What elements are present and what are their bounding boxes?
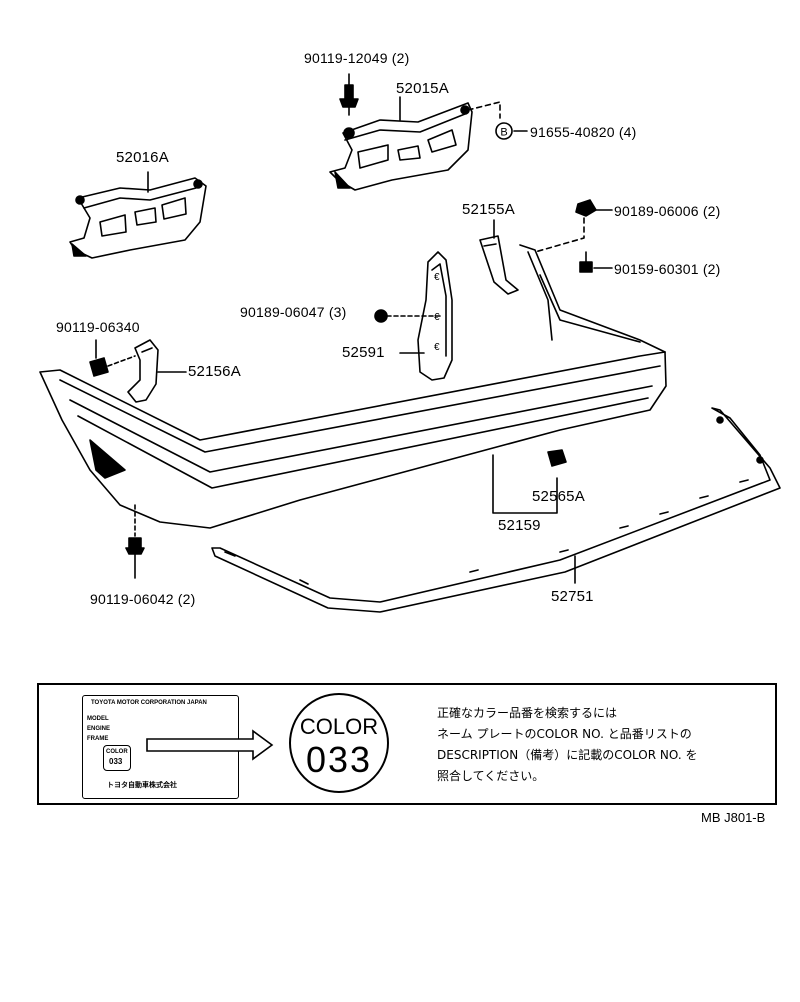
bracket-52156a [127, 339, 159, 403]
label-90119-06340: 90119-06340 [56, 319, 140, 335]
label-52155a: 52155A [462, 201, 515, 218]
plate-code-small: 033 [109, 757, 123, 766]
plate-model: MODEL [87, 716, 109, 722]
note-line-2: ネーム プレートのCOLOR NO. と品番リストの [437, 727, 692, 741]
label-52015a: 52015A [396, 80, 449, 97]
label-90119-12049: 90119-12049 (2) [304, 50, 410, 66]
label-52751: 52751 [551, 588, 594, 605]
washer-b-icon [495, 122, 513, 140]
label-90189-06047: 90189-06047 (3) [240, 304, 347, 320]
color-note-panel: TOYOTA MOTOR CORPORATION JAPAN MODEL ENG… [37, 683, 777, 805]
parts-diagram: B € € € [39, 73, 781, 613]
plate-frame: FRAME [87, 736, 109, 742]
bolt-90119-12049 [339, 73, 359, 116]
color-note-text: 正確なカラー品番を検索するには ネーム プレートのCOLOR NO. と品番リス… [437, 703, 697, 787]
svg-text:€: € [434, 312, 440, 323]
plate-color-small: COLOR [106, 749, 128, 755]
svg-text:€: € [434, 272, 440, 283]
color-code-circle: COLOR 033 [289, 693, 389, 793]
label-90119-06042: 90119-06042 (2) [90, 591, 196, 607]
washer-b-letter: B [500, 127, 507, 139]
nut-90159-60301 [579, 251, 613, 273]
label-91655-40820: 91655-40820 (4) [530, 124, 637, 140]
clip-90189-06006 [575, 199, 613, 217]
clip-52565a [547, 449, 567, 467]
note-line-4: 照合してください。 [437, 769, 545, 783]
label-90159-60301: 90159-60301 (2) [614, 261, 721, 277]
label-52159: 52159 [498, 517, 541, 534]
plate-footer: トヨタ自動車株式会社 [107, 782, 177, 789]
bolt-90119-06340 [89, 339, 136, 377]
plate-engine: ENGINE [87, 726, 111, 732]
bumper-cover-52159 [39, 244, 667, 529]
dash-line-right [534, 217, 585, 253]
arrow-icon [146, 729, 274, 761]
leader-52159 [492, 454, 558, 514]
plate-header: TOYOTA MOTOR CORPORATION JAPAN [91, 700, 207, 706]
note-line-3: DESCRIPTION（備考）に記載のCOLOR NO. を [437, 748, 698, 762]
bolt-90119-06042 [125, 504, 145, 579]
dash-line-52015a [467, 101, 501, 119]
label-90189-06006: 90189-06006 (2) [614, 203, 721, 219]
plate-color-box: COLOR 033 [103, 745, 131, 771]
label-52565a: 52565A [532, 488, 585, 505]
label-52016a: 52016A [116, 149, 169, 166]
svg-text:€: € [434, 342, 440, 353]
label-52591: 52591 [342, 344, 385, 361]
bracket-52015a [329, 102, 473, 191]
bracket-52016a [69, 177, 207, 259]
reference-code: MB J801-B [701, 810, 766, 825]
note-line-1: 正確なカラー品番を検索するには [437, 706, 618, 720]
nut-90189-06047 [374, 309, 441, 323]
color-code: 033 [305, 739, 373, 780]
label-52156a: 52156A [188, 363, 241, 380]
bracket-52155a [479, 235, 519, 295]
moulding-52751 [211, 407, 781, 613]
color-word: COLOR [299, 714, 379, 739]
reinforcement-52591: € € € [417, 251, 453, 381]
